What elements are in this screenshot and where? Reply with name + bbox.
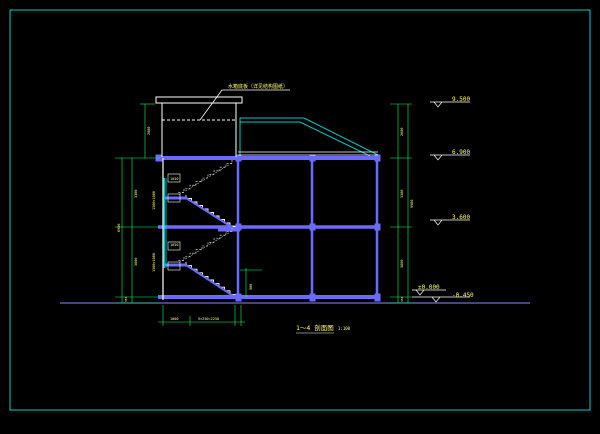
stair-flight-up-front-slab	[185, 197, 237, 231]
roof-note-leader	[199, 89, 290, 121]
elevation-label: ±0.000	[418, 284, 440, 291]
elevation-markers	[412, 101, 470, 303]
door-dim: 900	[249, 284, 253, 290]
elevation-label: 9.500	[452, 96, 470, 103]
stair-dim: 1500×1000	[152, 253, 156, 272]
right-dim-2: 3300	[400, 190, 404, 198]
elevation-label: -0.450	[452, 292, 474, 299]
section-title: 1～4 剖面图	[296, 323, 334, 332]
stair-flight-down-front	[185, 262, 236, 295]
node	[235, 293, 242, 302]
node	[309, 154, 316, 162]
right-dim-3: 3600	[400, 260, 404, 268]
right-dim-4: 450	[400, 296, 404, 302]
left-dim-3: 450	[124, 296, 128, 302]
elevation-label: 3.600	[452, 214, 470, 221]
left-dimension-chain	[115, 103, 160, 304]
right-dimension-chain	[390, 103, 412, 304]
section-scale: 1:100	[338, 326, 351, 331]
drawing-frame	[9, 9, 591, 411]
bottom-dimension-chain	[158, 305, 245, 326]
stair-dim: 1050	[170, 177, 178, 181]
staircase	[165, 160, 240, 299]
bottom-dim-1: 1000	[170, 317, 178, 321]
left-dim-total: 6900	[117, 224, 121, 232]
roof-parapet	[239, 117, 379, 157]
node	[374, 223, 381, 231]
left-dim-1: 3300	[134, 190, 138, 198]
elevation-label: 6.900	[452, 149, 470, 156]
stair-flight-down-front-slab	[185, 264, 237, 299]
left-dim-2: 3600	[134, 258, 138, 266]
right-dim-1: 2600	[400, 128, 404, 136]
roof-note: 水箱底板（详见结构图纸）	[228, 83, 288, 90]
stair-flight-up-front	[185, 195, 236, 227]
bottom-dim-2: 9×250=2250	[198, 317, 219, 321]
stair-dim: 1500×1000	[152, 191, 156, 210]
node	[309, 223, 316, 231]
right-dim-total: 9900	[410, 200, 414, 208]
stair-dim: 1050	[170, 243, 178, 247]
building-structure	[155, 154, 381, 302]
door-detail	[240, 268, 262, 297]
stair-landing-boxes	[167, 173, 181, 271]
stair-flight-down-back-slab	[177, 230, 233, 264]
node	[309, 293, 316, 302]
stair-window	[163, 178, 167, 268]
water-tank	[155, 96, 243, 157]
stair-flight-up-back	[178, 160, 233, 193]
stair-flight-down-back	[178, 228, 233, 261]
roof-railing	[238, 151, 378, 156]
left-dim-top: 2800	[147, 127, 151, 135]
node	[374, 154, 381, 162]
node	[374, 293, 381, 302]
stair-flight-up-back-slab	[177, 162, 233, 196]
